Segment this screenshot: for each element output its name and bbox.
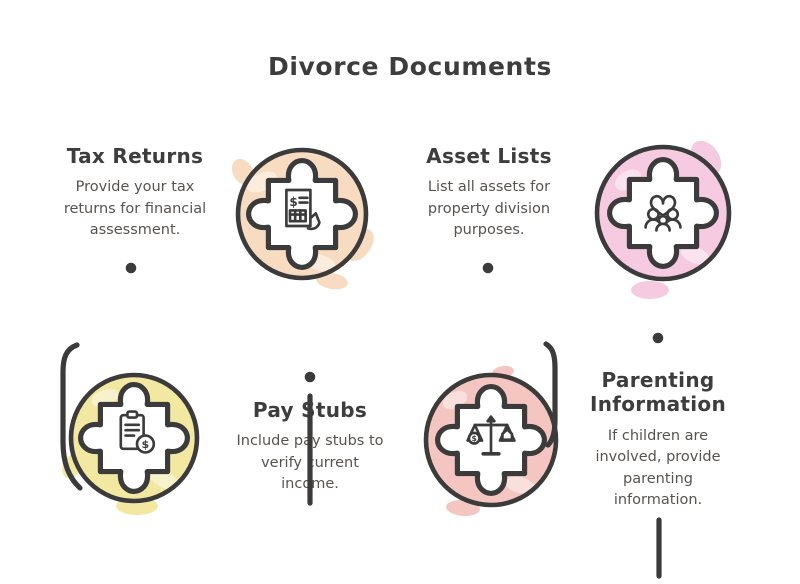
puzzle-piece: $ (435, 384, 547, 496)
watercolor-splash (346, 228, 374, 262)
watercolor-highlight (442, 390, 468, 410)
watercolor-highlight (680, 245, 710, 265)
puzzle-outline (607, 157, 719, 269)
watercolor-splash (690, 140, 722, 176)
puzzle-outline (435, 384, 547, 496)
svg-text:$: $ (142, 438, 150, 451)
section-pay-stubs: Pay Stubs Include pay stubs to verify cu… (210, 398, 410, 496)
watercolor-highlight (150, 470, 180, 490)
svg-text:$: $ (289, 195, 297, 209)
svg-text:$: $ (471, 434, 476, 443)
puzzle-outline (78, 382, 190, 494)
watercolor-splash (316, 272, 348, 290)
circle-outline (235, 147, 369, 281)
watercolor-highlight (247, 171, 277, 193)
puzzle-piece: $ (78, 382, 190, 494)
section-body-tax-returns: Provide your tax returns for financial a… (63, 179, 207, 239)
section-heading-pay-stubs: Pay Stubs (252, 398, 368, 422)
circle-outline (423, 372, 559, 508)
section-body-parenting-information: If children are involved, provide parent… (595, 427, 721, 509)
dot-parenting-information (652, 332, 664, 344)
watercolor-fill (428, 377, 554, 503)
section-tax-returns: Tax Returns Provide your tax returns for… (35, 144, 235, 242)
tax-document-hand-icon: $ (285, 188, 321, 231)
connector-line-right (543, 341, 558, 448)
badge-bottom-left: $ (62, 372, 200, 515)
watercolor-highlight (615, 169, 641, 191)
watercolor-splash (116, 497, 158, 515)
puzzle-piece (607, 157, 719, 269)
badge-bottom-middle: $ (423, 365, 559, 517)
watercolor-highlight (505, 476, 535, 494)
section-body-asset-lists: List all assets for property division pu… (427, 179, 551, 239)
dot-asset-lists (482, 262, 494, 274)
section-asset-lists: Asset Lists List all assets for property… (389, 144, 589, 242)
section-heading-parenting-information: Parenting Information (589, 368, 726, 417)
page-title: Divorce Documents (268, 52, 552, 81)
circle-outline (594, 144, 732, 282)
badge-top-right (594, 140, 732, 299)
balance-scale-dollar-house-icon: $ (466, 415, 516, 456)
clipboard-dollar-coin-icon: $ (119, 410, 156, 454)
section-body-pay-stubs: Include pay stubs to verify current inco… (236, 433, 384, 493)
section-heading-asset-lists: Asset Lists (426, 144, 552, 168)
connector-line-left (60, 342, 83, 491)
watercolor-highlight (91, 389, 119, 407)
watercolor-splash (446, 499, 480, 517)
dot-tax-returns (125, 262, 137, 274)
watercolor-highlight (300, 252, 336, 272)
puzzle-outline (246, 158, 358, 270)
family-group-heart-icon (644, 194, 682, 232)
watercolor-splash (62, 453, 82, 479)
circle-outline (68, 372, 200, 504)
section-heading-tax-returns: Tax Returns (66, 144, 204, 168)
watercolor-fill (73, 377, 195, 499)
watercolor-splash (631, 281, 669, 299)
watercolor-fill (599, 149, 727, 277)
watercolor-splash (492, 365, 514, 379)
puzzle-piece: $ (246, 158, 358, 270)
watercolor-fill (240, 152, 364, 276)
timeline-dots (125, 262, 664, 383)
badge-top-left: $ (231, 147, 374, 290)
dot-pay-stubs (304, 371, 316, 383)
section-parenting-information: Parenting Information If children are in… (558, 368, 758, 512)
